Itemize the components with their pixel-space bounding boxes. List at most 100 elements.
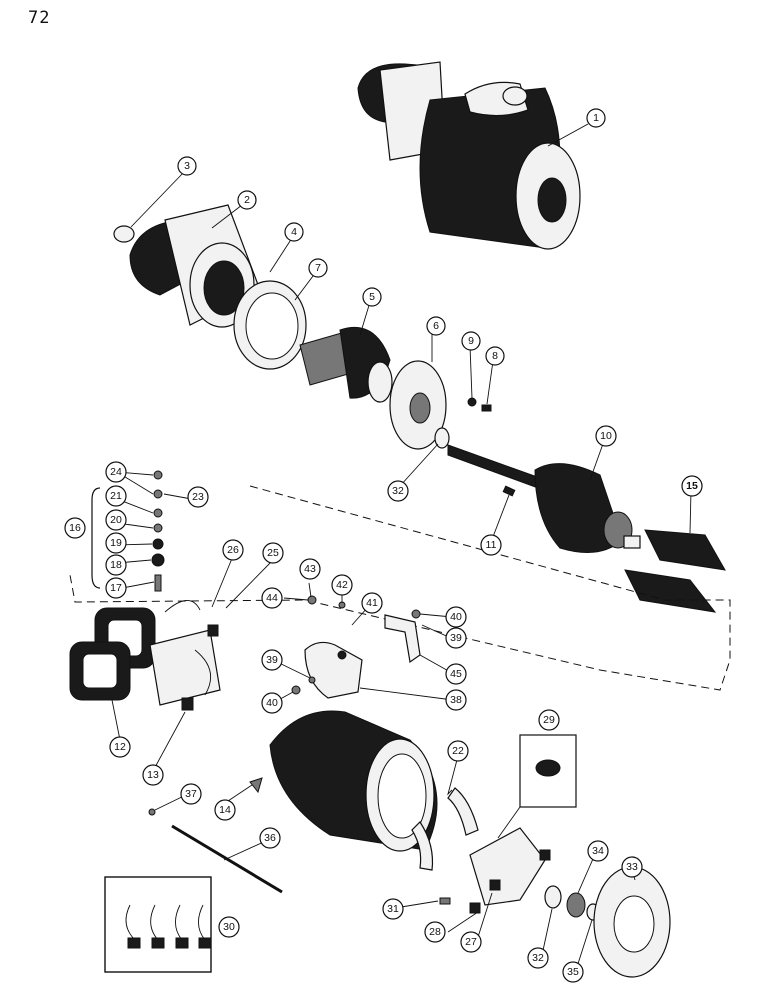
callout-6: 6 [426,316,446,336]
callout-circle [299,558,321,580]
part-bushing-34 [566,892,586,918]
callout-40: 40 [445,606,467,628]
callout-23: 23 [187,486,209,508]
callout-number: 41 [366,597,378,609]
callout-20: 20 [105,509,127,531]
part-field-brush-upper [207,624,219,637]
callout-11: 11 [480,534,502,556]
callout-number: 4 [291,226,297,238]
callout-8: 8 [485,346,505,366]
callout-36: 36 [259,827,281,849]
callout-number: 27 [465,936,477,948]
callout-circle [445,663,467,685]
callout-number: 20 [110,514,122,526]
callout-number: 21 [110,490,122,502]
callout-4: 4 [284,222,304,242]
part-commutator-end-cap [593,866,671,978]
callout-38: 38 [445,689,467,711]
callout-circle [105,461,127,483]
callout-number: 8 [492,350,498,362]
callout-circle [180,783,202,805]
callout-circle [222,539,244,561]
part-nut-39 [308,676,316,684]
page-number: 72 [28,8,51,28]
callout-number: 13 [147,769,159,781]
callout-circle [586,108,606,128]
callout-number: 31 [387,903,399,915]
callout-number: 45 [450,668,462,680]
callout-number: 35 [567,966,579,978]
callout-44: 44 [261,587,283,609]
callout-circle [105,532,127,554]
part-strap [384,614,421,664]
part-bushing [113,225,135,243]
part-field-coils [69,600,221,706]
callout-number: 3 [184,160,190,172]
callout-circle [331,574,353,596]
callout-circle [187,486,209,508]
callout-26: 26 [222,539,244,561]
callout-circle [362,287,382,307]
callout-circle [308,258,328,278]
callout-45: 45 [445,663,467,685]
callout-22: 22 [447,740,469,762]
part-thrust-washer-upper [434,427,450,449]
callout-number: 44 [266,592,278,604]
inset-brush-set [104,876,212,973]
callout-41: 41 [361,592,383,614]
part-screw-31 [439,897,451,905]
callout-circle [64,517,86,539]
callout-circle [480,534,502,556]
callout-37: 37 [180,783,202,805]
callout-7: 7 [308,258,328,278]
callout-number: 38 [450,694,462,706]
callout-number: 22 [452,745,464,757]
part-field-frame [269,710,438,852]
callout-32: 32 [387,480,409,502]
callout-9: 9 [461,331,481,351]
callout-circle [387,480,409,502]
callout-number: 36 [264,832,276,844]
part-thrust-washer-lower [544,885,562,909]
callout-32: 32 [527,947,549,969]
callout-33: 33 [621,856,643,878]
part-brush-holder-plate [469,827,551,914]
callout-circle [595,425,617,447]
part-brush-spring-strips [411,787,479,871]
callout-circle [261,587,283,609]
part-nut-44 [307,595,317,605]
callout-number: 24 [110,466,122,478]
callout-34: 34 [587,840,609,862]
callout-24: 24 [105,461,127,483]
callout-circle [109,736,131,758]
callout-circle [426,316,446,336]
callout-number: 2 [244,194,250,206]
callout-number: 39 [450,632,462,644]
callout-circle [447,740,469,762]
callout-circle [259,827,281,849]
callout-number: 39 [266,654,278,666]
callout-circle [485,346,505,366]
part-armature [447,444,641,553]
callout-number: 14 [219,804,231,816]
callout-31: 31 [382,898,404,920]
callout-number: 34 [592,845,604,857]
callout-15: 15 [681,475,703,497]
callout-number: 15 [686,480,698,492]
callout-circle [105,485,127,507]
callout-number: 6 [433,320,439,332]
callout-number: 19 [110,537,122,549]
callout-28: 28 [424,921,446,943]
callout-16: 16 [64,517,86,539]
callout-circle [527,947,549,969]
part-key [502,485,516,497]
callout-number: 26 [227,544,239,556]
part-nut-40-upper [411,609,421,619]
callout-number: 37 [185,788,197,800]
callout-circle [681,475,703,497]
callout-circle [424,921,446,943]
callout-number: 5 [369,291,375,303]
callout-number: 43 [304,563,316,575]
callout-number: 33 [626,861,638,873]
